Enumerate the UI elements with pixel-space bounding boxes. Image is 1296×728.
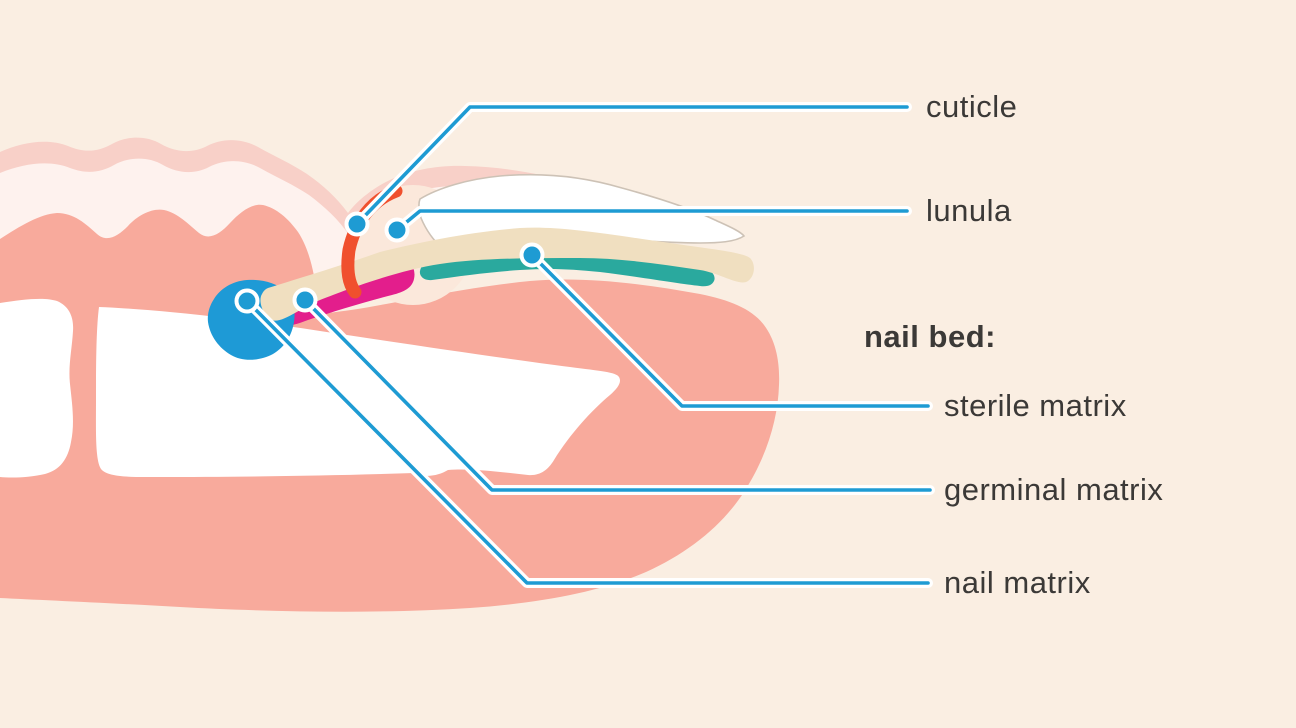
nail-bed-plate xyxy=(260,227,754,321)
cuticle-label: cuticle xyxy=(926,89,1018,124)
leader-line-sterile-matrix xyxy=(530,253,930,408)
nail-matrix-label: nail matrix xyxy=(944,565,1091,600)
nail-bed-heading: nail bed: xyxy=(864,319,996,354)
germinal-matrix-label: germinal matrix xyxy=(944,472,1164,507)
sterile-matrix-label: sterile matrix xyxy=(944,388,1127,423)
leader-line-cuticle xyxy=(355,105,909,226)
leader-dots xyxy=(234,211,545,314)
cuticle-dot xyxy=(344,211,370,237)
middle-phalanx-bone xyxy=(0,298,74,478)
germinal-matrix-dot xyxy=(292,287,318,313)
sterile-matrix-dot xyxy=(519,242,545,268)
lunula-dot xyxy=(384,217,410,243)
leader-line-germinal-matrix xyxy=(303,298,932,492)
lunula-label: lunula xyxy=(926,193,1012,228)
nail-matrix-dot xyxy=(234,288,260,314)
leader-line-nail-matrix xyxy=(245,299,930,585)
